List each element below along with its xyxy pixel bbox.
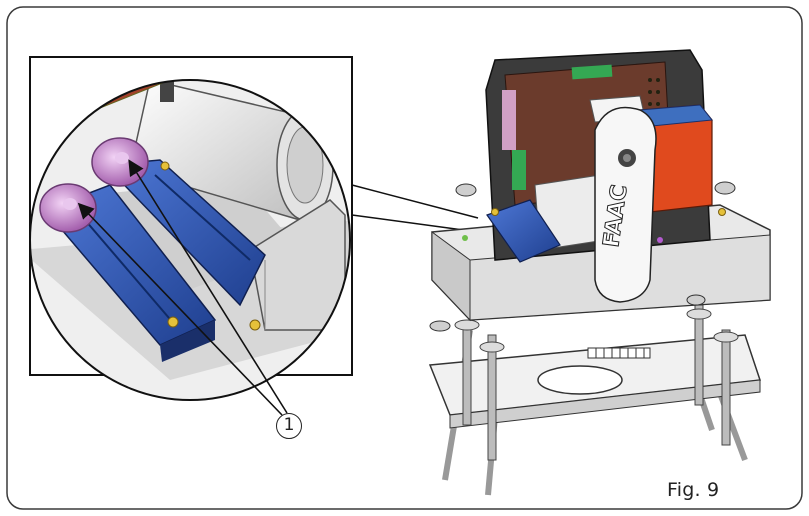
foundation-plate <box>428 304 762 496</box>
callout-number-1: 1 <box>276 413 302 439</box>
gate-operator-assembly: FAAC <box>428 49 771 496</box>
figure-caption: Fig. 9 <box>667 479 720 501</box>
zoom-inset <box>29 56 353 401</box>
zoom-detail <box>30 80 350 400</box>
relay-box <box>639 104 713 213</box>
operator-housing: FAAC <box>429 49 771 332</box>
callout-arrow-1 <box>77 202 283 416</box>
cover-flag: FAAC <box>594 106 657 303</box>
callout-arrow-2 <box>128 159 288 414</box>
limit-switch-knob-2 <box>39 183 97 233</box>
zoom-leader-top <box>351 184 479 219</box>
